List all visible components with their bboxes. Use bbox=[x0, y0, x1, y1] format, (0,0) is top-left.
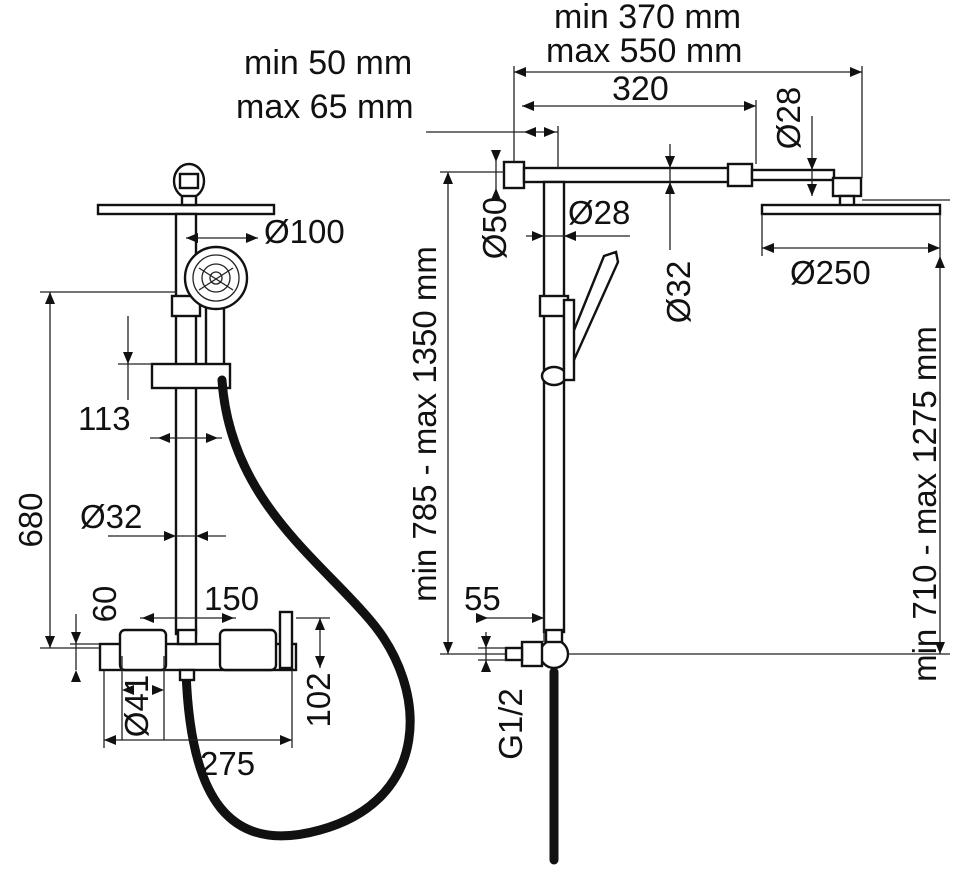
side-mixer bbox=[504, 628, 570, 670]
dim-max-65: max 65 mm bbox=[236, 88, 414, 126]
dim-60: 60 bbox=[86, 586, 123, 623]
dim-diameter-28-mid: Ø28 bbox=[568, 194, 630, 231]
front-hand-shower bbox=[183, 245, 249, 368]
side-view: min 370 mm max 550 mm 320 min 50 mm max … bbox=[236, 0, 950, 865]
dim-102: 102 bbox=[300, 672, 337, 727]
dim-range-785-1350: min 785 - max 1350 mm bbox=[406, 246, 443, 602]
dim-113: 113 bbox=[78, 400, 131, 437]
dim-diameter-32-right: Ø32 bbox=[660, 261, 697, 323]
dim-275: 275 bbox=[200, 745, 255, 782]
front-hose bbox=[181, 375, 415, 841]
dim-320: 320 bbox=[612, 70, 669, 108]
dim-min-370: min 370 mm bbox=[554, 0, 741, 36]
side-shower-arm bbox=[502, 160, 863, 208]
front-slider bbox=[150, 362, 232, 390]
dim-diameter-28-top: Ø28 bbox=[770, 87, 807, 149]
dim-height-680: 680 bbox=[12, 492, 49, 547]
dim-diameter-32-left: Ø32 bbox=[80, 498, 142, 535]
dim-150: 150 bbox=[204, 580, 259, 617]
dim-g12: G1/2 bbox=[492, 688, 529, 760]
dim-max-550: max 550 mm bbox=[546, 32, 743, 70]
front-view: Ø100 680 113 Ø32 150 60 bbox=[12, 162, 415, 841]
dim-min-50: min 50 mm bbox=[244, 44, 412, 82]
front-head-shower bbox=[96, 162, 276, 216]
dim-diameter-41: Ø41 bbox=[118, 675, 155, 737]
dim-range-710-1275: min 710 - max 1275 mm bbox=[906, 326, 943, 682]
side-riser-rod bbox=[542, 180, 566, 634]
side-head-shower bbox=[760, 203, 942, 216]
dim-diameter-50: Ø50 bbox=[476, 197, 513, 259]
dim-diameter-250: Ø250 bbox=[790, 254, 871, 291]
front-mixer bbox=[98, 610, 298, 682]
dim-diameter-100: Ø100 bbox=[264, 213, 345, 250]
dim-55: 55 bbox=[464, 580, 501, 617]
